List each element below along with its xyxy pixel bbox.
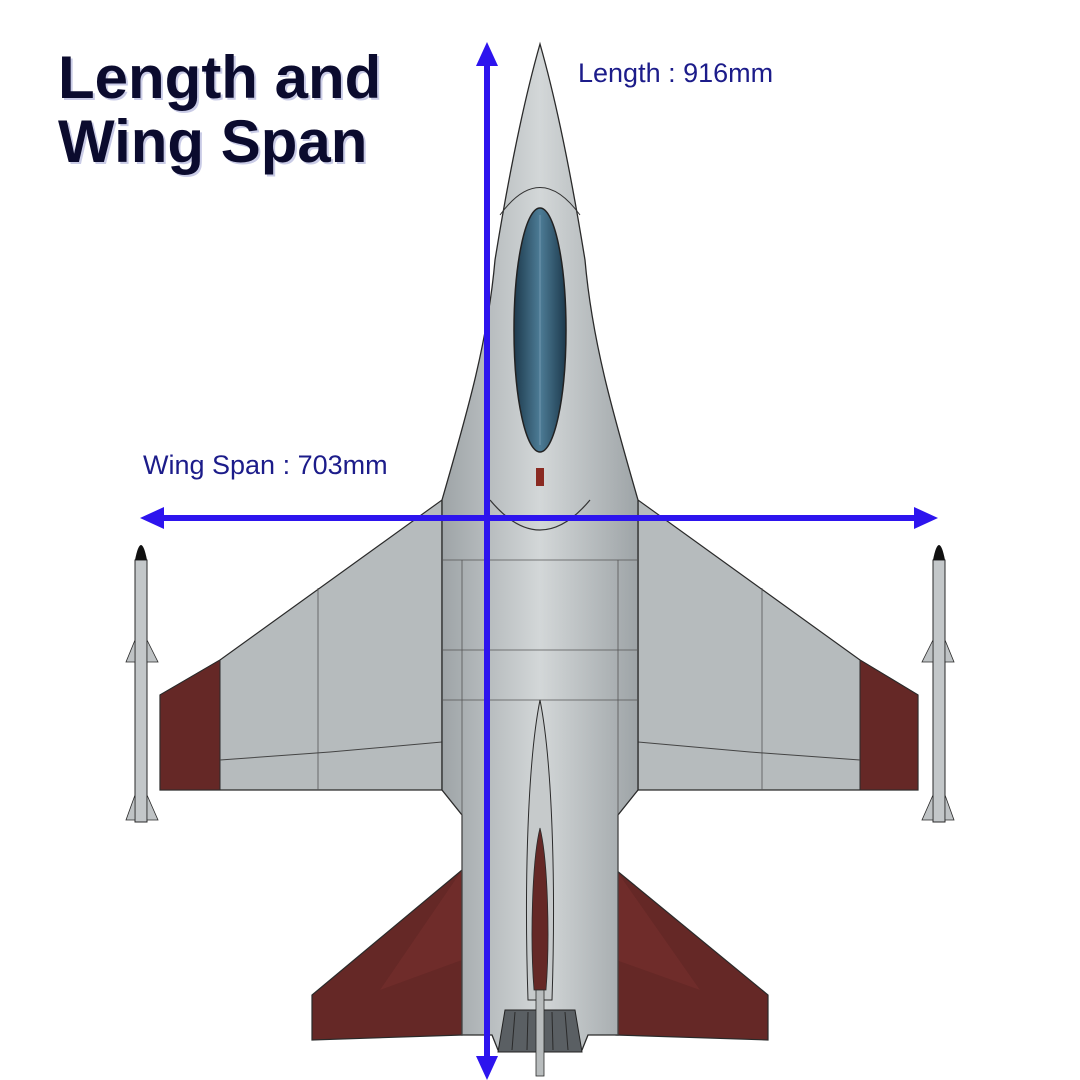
title-line-2: Wing Span	[58, 108, 368, 175]
title-line-1: Length and	[58, 44, 382, 111]
wing-right	[637, 498, 919, 791]
length-label: Length : 916mm	[578, 58, 774, 88]
wingtip-missile-left	[125, 545, 159, 823]
exhaust-nozzle	[497, 989, 583, 1077]
wingtip-missile-right	[921, 545, 955, 823]
canopy	[513, 207, 567, 486]
wing-left	[159, 498, 443, 791]
diagram-title: Length and Wing Span	[58, 46, 381, 174]
wingspan-label: Wing Span : 703mm	[143, 450, 388, 480]
horizontal-stabilizer-left	[311, 868, 463, 1041]
